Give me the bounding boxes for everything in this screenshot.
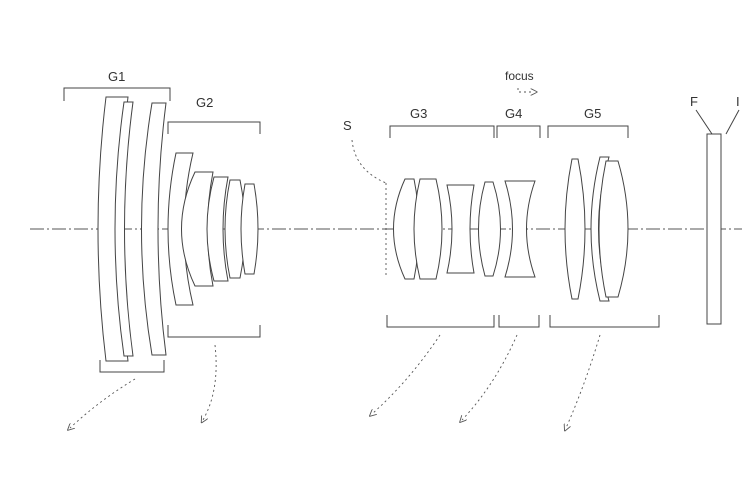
g4-bracket-bottom — [498, 315, 540, 328]
g1-lens-3 — [141, 102, 167, 356]
filter-plate — [706, 133, 722, 325]
g2-arrow — [203, 344, 217, 420]
g4-lens — [504, 180, 536, 278]
g2-lens-5 — [240, 183, 259, 275]
g2-bracket-bottom — [167, 325, 261, 338]
filter-label: F — [690, 94, 698, 109]
g5-label: G5 — [584, 106, 601, 121]
g5-bracket-bottom — [549, 315, 660, 328]
g3-bracket-bottom — [386, 315, 495, 328]
g2-bracket-top — [167, 121, 261, 134]
g5-lens-3 — [598, 160, 629, 298]
g4-arrow — [462, 334, 518, 420]
g5-bracket-top — [547, 125, 629, 138]
g5-arrow — [566, 334, 601, 428]
g1-bracket-top — [63, 87, 171, 101]
g1-bracket-bottom — [99, 360, 165, 373]
g5-lens-1 — [564, 158, 586, 300]
g2-lens-3 — [206, 176, 229, 282]
g2-lens-1 — [167, 152, 194, 306]
focus-label: focus — [505, 69, 534, 83]
g3-bracket-top — [389, 125, 495, 138]
g3-arrow — [372, 334, 441, 414]
stop-label: S — [343, 118, 352, 133]
g1-lens-2 — [114, 101, 134, 357]
g3-lens-2 — [413, 178, 443, 280]
g1-arrow — [70, 378, 136, 428]
focus-arrow — [517, 88, 534, 92]
g2-label: G2 — [196, 95, 213, 110]
g3-label: G3 — [410, 106, 427, 121]
image-plane-label: I — [736, 94, 740, 109]
image-plane-leader — [725, 109, 740, 135]
g1-label: G1 — [108, 69, 125, 84]
g4-bracket-top — [496, 125, 541, 138]
g3-lens-3 — [446, 184, 475, 274]
g4-label: G4 — [505, 106, 522, 121]
filter-leader — [695, 109, 713, 135]
g3-lens-4 — [478, 181, 501, 277]
stop-leader — [351, 139, 387, 184]
